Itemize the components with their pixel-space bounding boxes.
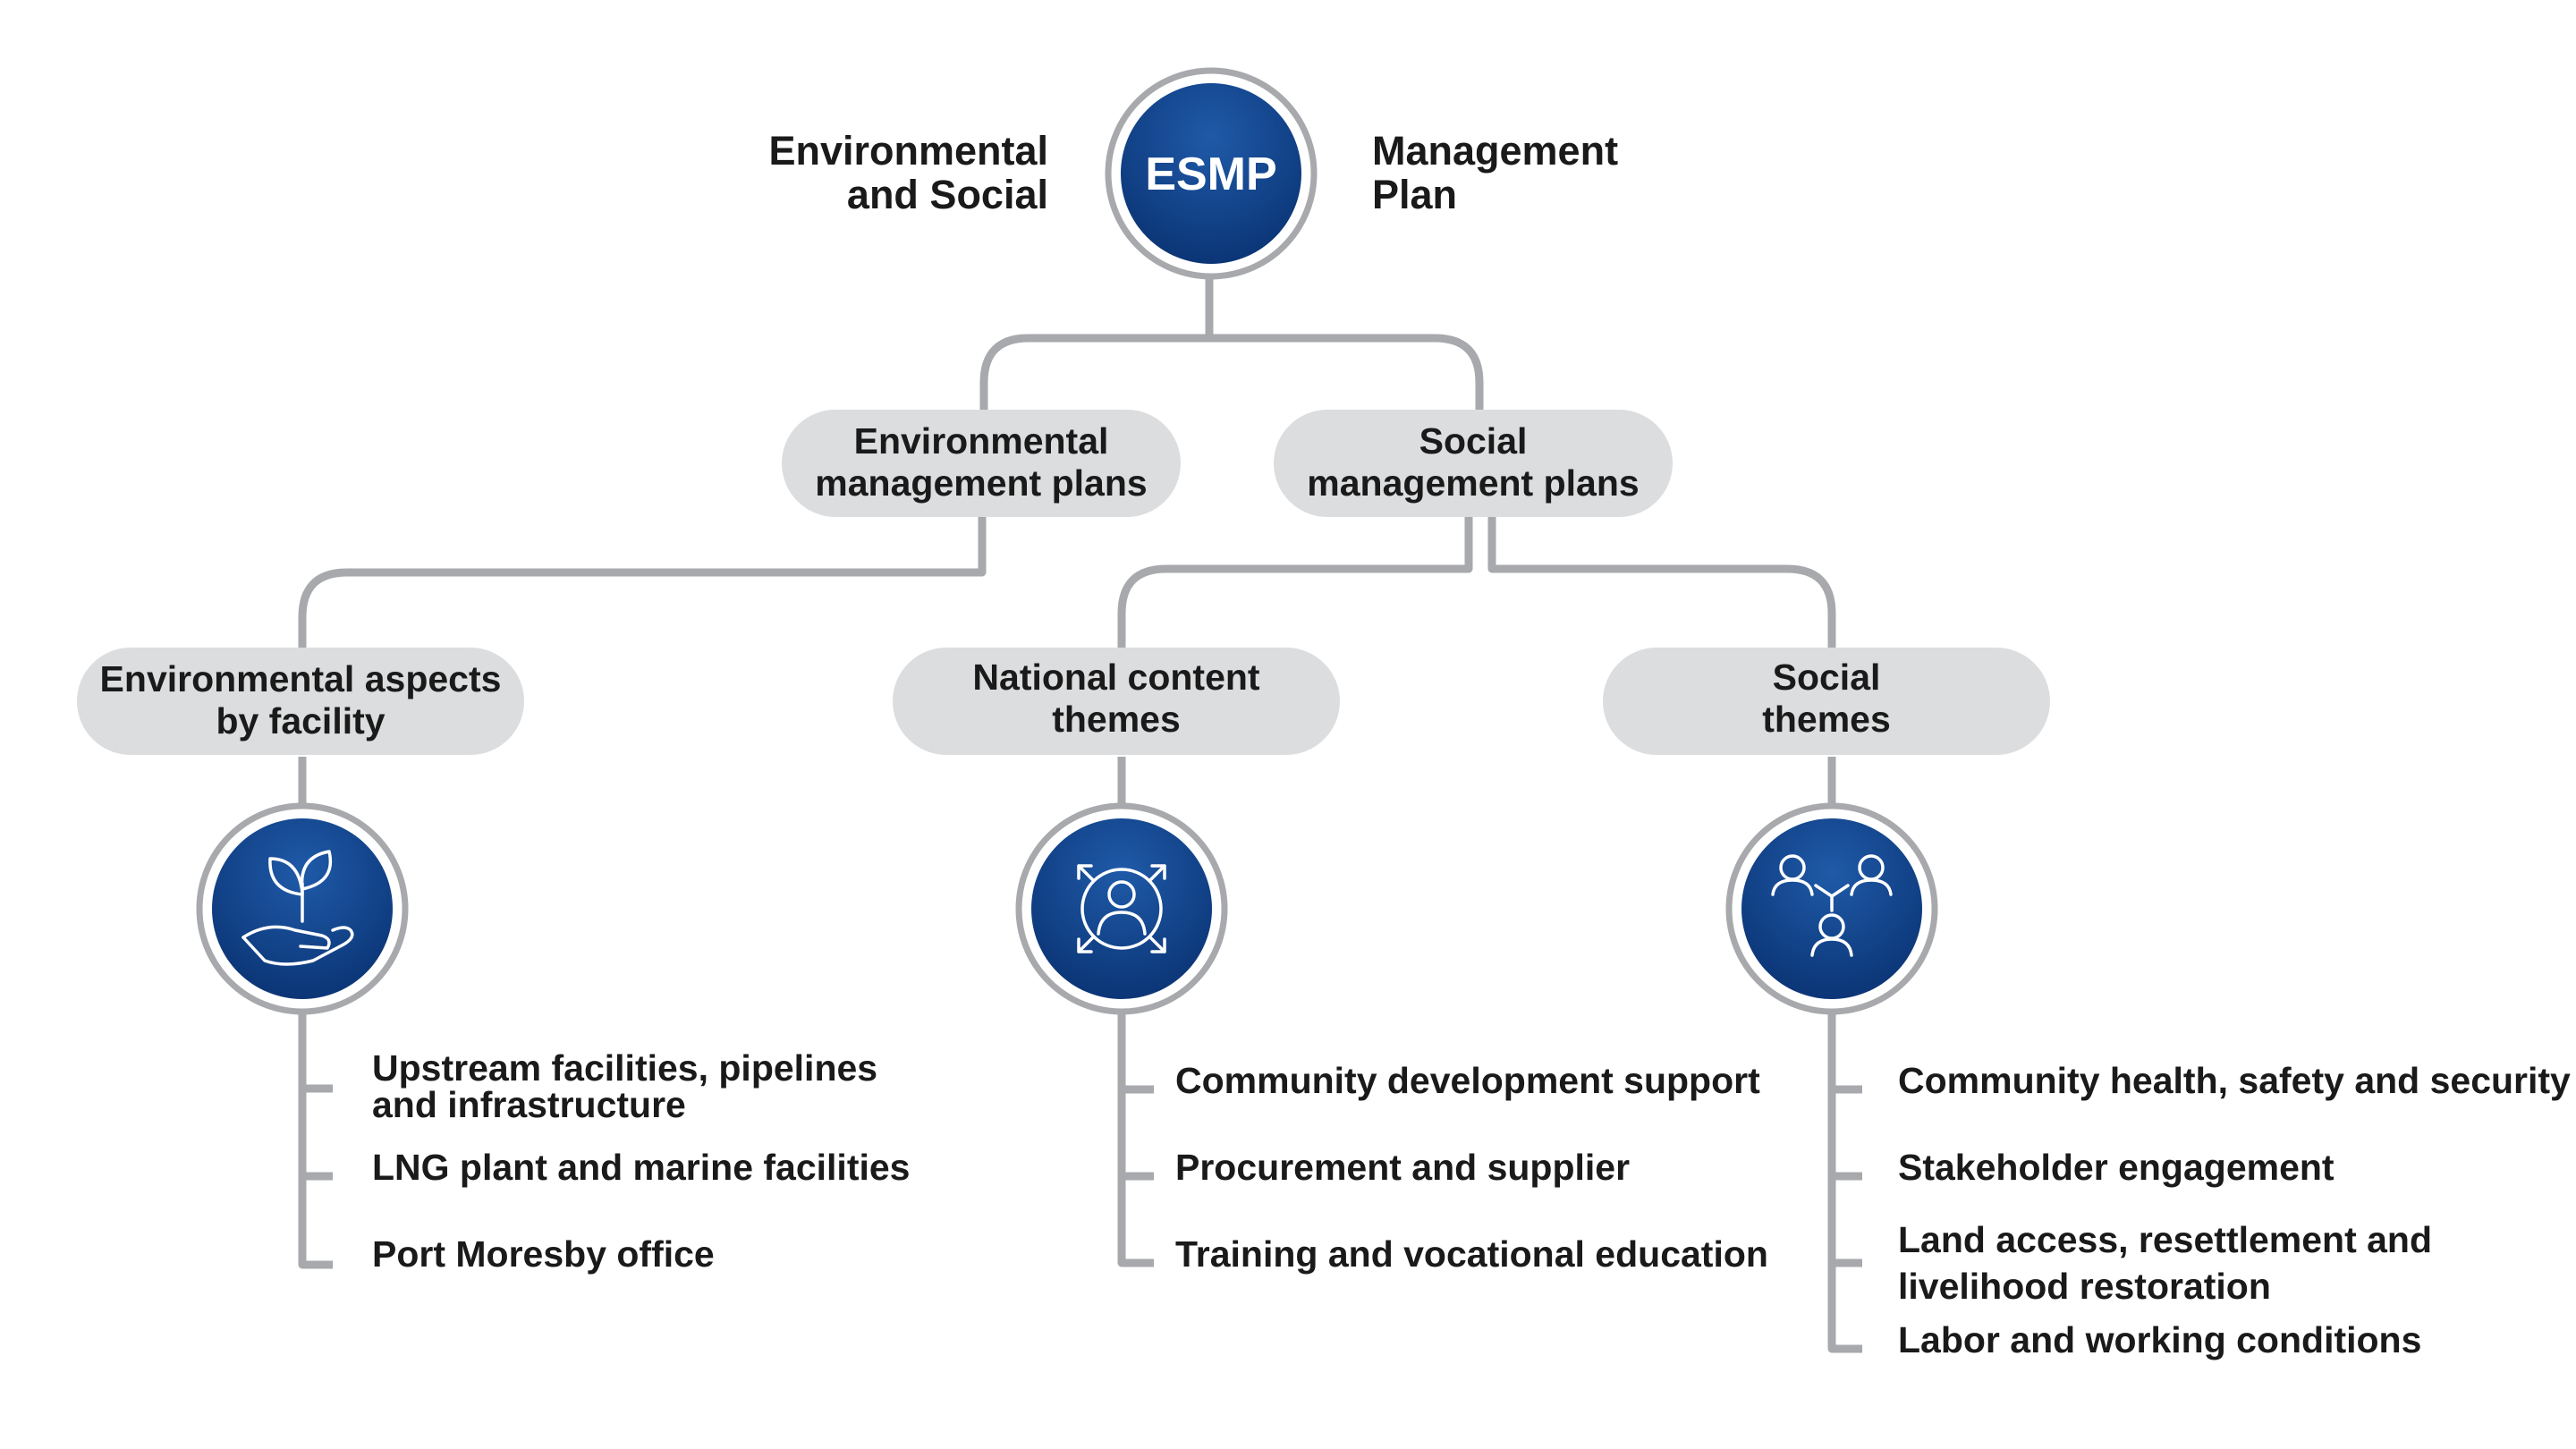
connector-social-plans-to-social-themes — [1487, 517, 1836, 649]
env-aspects-label: Environmental aspects by facility — [77, 658, 524, 742]
list-item-env-1: Upstream facilities, pipelines and infra… — [372, 1048, 877, 1125]
env-aspects-pill — [77, 648, 524, 755]
env-icon-node — [196, 802, 409, 1015]
connector-root-to-env-plans — [979, 334, 1209, 411]
list-item-national-3: Training and vocational education — [1175, 1233, 1768, 1275]
list-item-social-2: Stakeholder engagement — [1898, 1147, 2334, 1188]
national-content-label-line-1: National content — [972, 657, 1260, 698]
social-plans-label-line-1: Social — [1419, 420, 1528, 462]
root-label: ESMP — [1145, 148, 1276, 200]
people-network-icon — [1771, 854, 1893, 957]
hand-with-leaves-icon — [242, 850, 354, 966]
root-left-caption-line-2: and Social — [846, 172, 1048, 217]
social-themes-pill — [1603, 648, 2050, 755]
root-right-caption: Management Plan — [1372, 129, 1694, 216]
env-plans-label: Environmental management plans — [782, 420, 1181, 504]
env-plans-label-line-2: management plans — [815, 462, 1148, 504]
national-icon-node — [1015, 802, 1228, 1015]
list-item-social-3-line-2: livelihood restoration — [1898, 1266, 2271, 1307]
national-content-label-line-2: themes — [1052, 699, 1181, 740]
social-plans-label: Social management plans — [1274, 420, 1673, 504]
env-plans-label-line-1: Environmental — [853, 420, 1109, 462]
list-item-social-1: Community health, safety and security — [1898, 1060, 2571, 1101]
list-item-env-2: LNG plant and marine facilities — [372, 1147, 911, 1188]
social-themes-label-line-2: themes — [1762, 699, 1891, 740]
list-item-social-4: Labor and working conditions — [1898, 1319, 2422, 1360]
list-item-national-1: Community development support — [1175, 1060, 1760, 1101]
root-disc — [1121, 83, 1301, 264]
item-spine-social — [1827, 1011, 1862, 1353]
connector-lines — [298, 277, 1862, 1353]
root-node: ESMP — [1105, 67, 1318, 280]
social-plans-pill — [1274, 410, 1673, 517]
person-in-target-icon — [1077, 864, 1166, 953]
env-plans-pill — [782, 410, 1181, 517]
item-spine-env — [298, 1011, 333, 1269]
national-content-label: National content themes — [893, 657, 1340, 741]
list-item-env-3: Port Moresby office — [372, 1233, 715, 1275]
national-content-pill — [893, 648, 1340, 755]
social-themes-label-line-1: Social — [1772, 657, 1881, 698]
national-icon-disc — [1031, 818, 1212, 999]
list-item-social-3-line-1: Land access, resettlement and — [1898, 1219, 2433, 1260]
env-aspects-label-line-1: Environmental aspects — [99, 658, 502, 699]
connector-env-plans-to-aspects — [298, 517, 987, 649]
root-right-caption-line-1: Management — [1372, 128, 1619, 174]
root-left-caption: Environmental and Social — [733, 129, 1048, 216]
env-aspects-label-line-2: by facility — [216, 700, 386, 741]
connector-social-plans-to-national — [1117, 517, 1473, 649]
social-plans-label-line-2: management plans — [1307, 462, 1640, 504]
root-left-caption-line-1: Environmental — [768, 128, 1048, 174]
social-icon-node — [1725, 802, 1938, 1015]
list-item-env-1-line-1: Upstream facilities, pipelines — [372, 1047, 878, 1089]
root-right-caption-line-2: Plan — [1372, 172, 1458, 217]
list-item-env-1-line-2: and infrastructure — [372, 1084, 686, 1125]
connector-root-to-social-plans — [1209, 334, 1484, 411]
list-item-national-2: Procurement and supplier — [1175, 1147, 1631, 1188]
item-spine-national — [1117, 1011, 1154, 1267]
list-item-social-3: Land access, resettlement and livelihood… — [1898, 1216, 2432, 1309]
social-themes-label: Social themes — [1603, 657, 2050, 741]
